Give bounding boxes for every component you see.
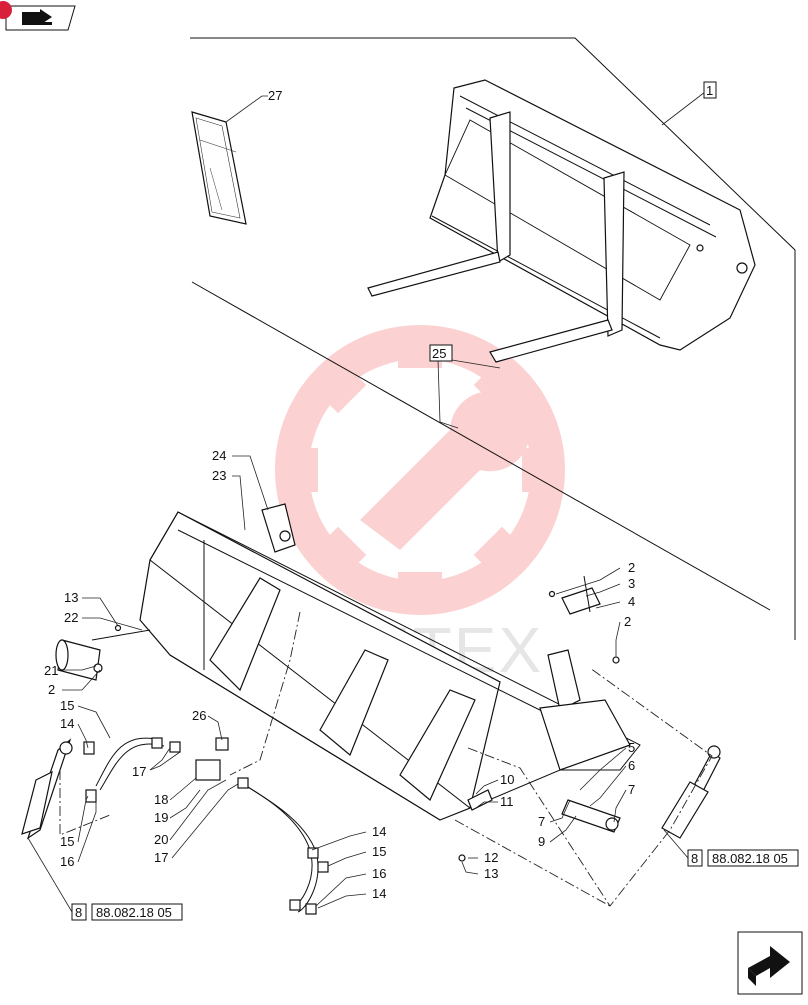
callout-9: 9	[538, 834, 545, 849]
callout-15-mid: 15	[372, 844, 386, 859]
callout-2-right: 2	[624, 614, 631, 629]
ref-box-left-number: 8	[75, 905, 82, 920]
centerline-right	[467, 667, 713, 907]
callout-leaders	[62, 455, 627, 909]
section-guide-line	[191, 281, 771, 611]
callout-13-left: 13	[64, 590, 78, 605]
nav-back-button[interactable]	[5, 5, 76, 31]
callout-17-bottom: 17	[154, 850, 168, 865]
callout-2-left: 2	[48, 682, 55, 697]
callout-27: 27	[268, 88, 282, 103]
bucket-bracket-right	[399, 689, 476, 801]
callout-21: 21	[44, 663, 58, 678]
leader-8-left	[27, 837, 73, 913]
callout-14-bottom: 14	[372, 886, 386, 901]
callout-5: 5	[628, 740, 635, 755]
callout-24: 24	[212, 448, 226, 463]
callout-15-left: 15	[60, 834, 74, 849]
callout-17-top: 17	[132, 764, 146, 779]
callout-16-left: 16	[60, 854, 74, 869]
hose-left-upper	[95, 737, 161, 787]
pallet-fork-frame	[367, 79, 756, 363]
forward-arrow-icon	[748, 946, 790, 986]
leader-8-right	[663, 829, 689, 859]
callout-7-left: 7	[538, 814, 545, 829]
leader-1	[661, 91, 706, 126]
callout-11: 11	[500, 794, 514, 809]
callout-12: 12	[484, 850, 498, 865]
operator-manual	[191, 111, 247, 225]
callout-10: 10	[500, 772, 514, 787]
fork-arm-left	[489, 111, 511, 264]
hose-lower	[239, 781, 313, 909]
callout-13-right: 13	[484, 866, 498, 881]
hydraulic-cylinder-left	[21, 738, 73, 840]
ref-box-right-number: 8	[691, 851, 698, 866]
callout-19: 19	[154, 810, 168, 825]
callout-7-right: 7	[628, 782, 635, 797]
callout-16-mid: 16	[372, 866, 386, 881]
fork-tine-left	[367, 251, 501, 297]
callout-15-top: 15	[60, 698, 74, 713]
watermark-wrench	[360, 391, 530, 550]
pin-4	[561, 587, 601, 615]
callout-23: 23	[212, 468, 226, 483]
bucket-bracket-middle	[319, 649, 389, 756]
fork-arm-right	[603, 171, 625, 337]
bucket-side-plate	[539, 699, 631, 771]
bucket-lug-right	[547, 649, 581, 711]
callout-4: 4	[628, 594, 635, 609]
indicator-dot	[0, 1, 12, 19]
callout-14-left: 14	[60, 716, 74, 731]
callout-6: 6	[628, 758, 635, 773]
callout-box-25	[429, 344, 453, 362]
watermark-gear-ring	[275, 325, 565, 615]
watermark-logo	[275, 325, 565, 615]
bucket-bracket-left	[209, 577, 281, 692]
ref-box-right[interactable]	[687, 849, 799, 867]
callout-14-mid: 14	[372, 824, 386, 839]
fork-tine-right	[489, 319, 613, 363]
callout-18: 18	[154, 792, 168, 807]
loader-bucket	[139, 503, 641, 821]
callout-2-top: 2	[628, 560, 635, 575]
book-arrow-icon	[22, 9, 52, 25]
nav-next-button[interactable]	[737, 931, 803, 995]
callout-1: 1	[706, 83, 713, 98]
callout-22: 22	[64, 610, 78, 625]
leader-25-top	[451, 359, 501, 369]
fittings	[83, 737, 329, 915]
leader-27	[225, 95, 268, 123]
hydraulic-cylinder-right	[661, 745, 721, 839]
ref-box-right-label: 88.082.18 05	[712, 851, 788, 866]
callout-25: 25	[432, 346, 446, 361]
callout-20: 20	[154, 832, 168, 847]
centerline-left	[229, 611, 301, 776]
callout-3: 3	[628, 576, 635, 591]
ref-box-left-label: 88.082.18 05	[96, 905, 172, 920]
leader-25	[437, 359, 459, 429]
pin-11	[467, 789, 493, 811]
callout-box-1	[703, 81, 717, 99]
callout-26: 26	[192, 708, 206, 723]
frame-guide-line	[190, 37, 796, 640]
